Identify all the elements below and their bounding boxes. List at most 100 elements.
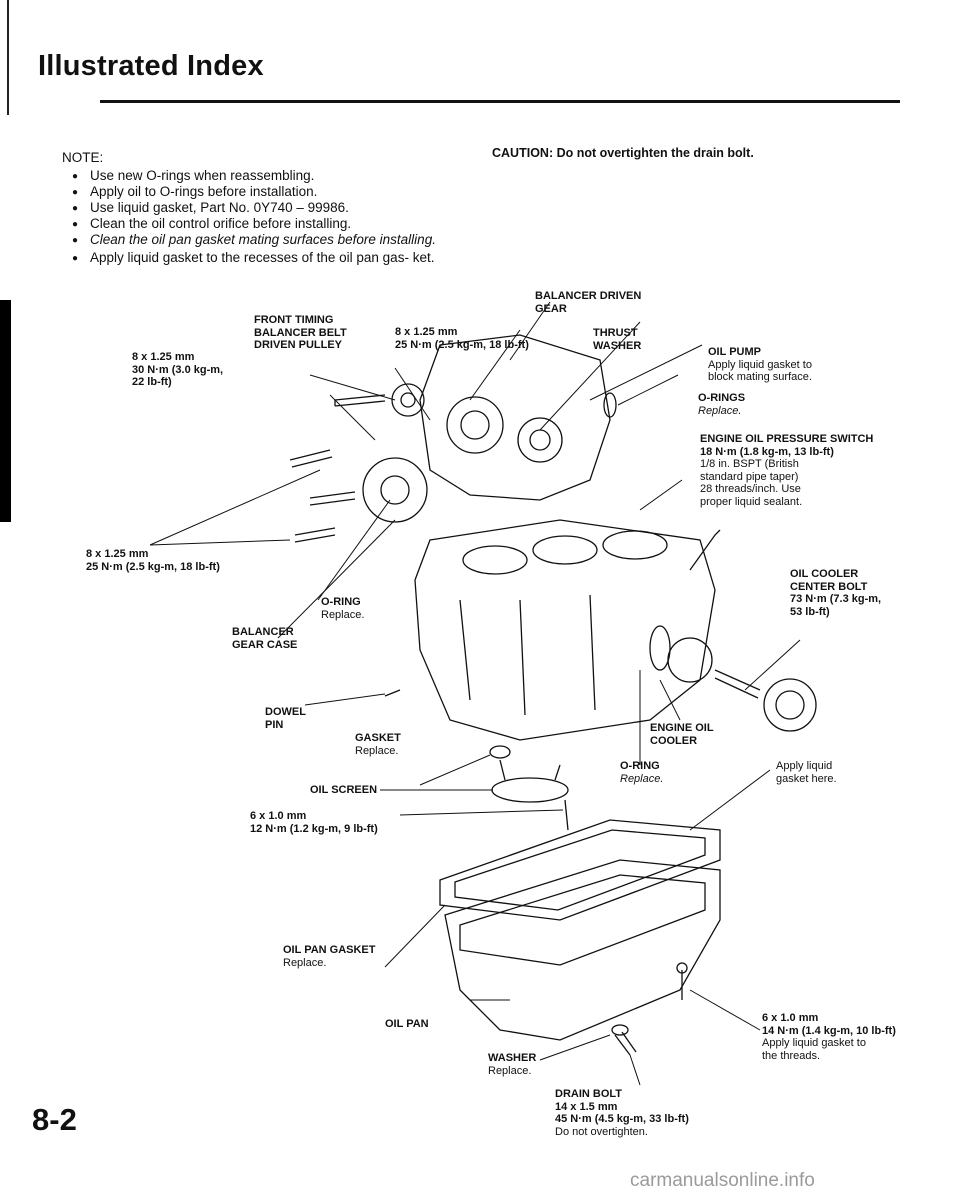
washer-part [611, 1024, 629, 1036]
note-item: Use liquid gasket, Part No. 0Y740 – 9998… [72, 200, 442, 217]
gear-case-bore [446, 396, 504, 454]
oil-filter-part [763, 678, 817, 732]
label-thrust-washer: THRUST WASHER [593, 327, 642, 352]
leader-line [689, 989, 761, 1031]
oil-cooler-part [667, 637, 713, 683]
bolt-part [334, 394, 386, 407]
leader-line [689, 769, 771, 831]
o-rings-part [603, 392, 617, 418]
leader-line [589, 344, 703, 401]
label-drain-bolt: DRAIN BOLT 14 x 1.5 mm 45 N·m (4.5 kg-m,… [555, 1088, 689, 1138]
notes-heading: NOTE: [62, 150, 104, 165]
balancer-pulley-part [362, 457, 428, 523]
cylinder-bore [532, 535, 598, 565]
drain-bolt-part [614, 1031, 637, 1056]
gear-case-bore [460, 410, 490, 440]
leader-line [639, 479, 683, 511]
note-item: Clean the oil control orifice before ins… [72, 216, 442, 233]
label-oil-cooler-center-bolt: OIL COOLER CENTER BOLT 73 N·m (7.3 kg-m,… [790, 568, 882, 618]
engine-block-part [414, 519, 716, 741]
label-washer: WASHER Replace. [488, 1052, 537, 1077]
screen-gasket-part [489, 745, 511, 759]
label-bolt-25nm-left: 8 x 1.25 mm 25 N·m (2.5 kg-m, 18 lb-ft) [86, 548, 220, 573]
oil-pipe-part [689, 529, 721, 571]
leader-line [304, 693, 386, 706]
leader-line [277, 519, 396, 639]
pan-bolt-head [676, 962, 688, 974]
label-balancer-gear-case: BALANCER GEAR CASE [232, 626, 298, 651]
leader-line [149, 539, 291, 546]
diagram-parts [289, 334, 817, 1056]
label-o-ring-case: O-RING Replace. [321, 596, 365, 621]
note-item: Use new O-rings when reassembling. [72, 168, 442, 185]
margin-line [7, 0, 9, 115]
page-title: Illustrated Index [38, 50, 264, 82]
leader-line [394, 367, 431, 421]
leader-lines [149, 301, 801, 1086]
gear-case-bore [517, 417, 563, 463]
gear-case-bore [529, 429, 551, 451]
oil-screen-tube [499, 759, 561, 781]
note-item: Apply liquid gasket to the recesses of t… [72, 250, 442, 267]
leader-line [399, 809, 564, 816]
balancer-pulley-hub [380, 475, 410, 505]
label-oil-pan: OIL PAN [385, 1018, 429, 1030]
cooler-bolt-part [714, 669, 761, 699]
timing-pulley-hub [400, 392, 416, 408]
label-oil-pan-gasket: OIL PAN GASKET Replace. [283, 944, 376, 969]
leader-line [509, 301, 551, 361]
oil-pan-gasket-inner [454, 829, 706, 911]
label-engine-oil-cooler: ENGINE OIL COOLER [650, 722, 714, 747]
block-rib [459, 594, 596, 716]
timing-pulley-part [391, 383, 425, 417]
oil-pan-part [444, 859, 721, 1041]
oil-pan-rim [459, 874, 706, 966]
notes-block: NOTE: Use new O-rings when reassembling.… [62, 150, 442, 267]
leader-line [469, 329, 521, 401]
leader-line [617, 374, 679, 406]
leader-line [539, 321, 641, 431]
leader-line [149, 469, 321, 546]
leader-line [317, 499, 391, 601]
label-bolt-12nm: 6 x 1.0 mm 12 N·m (1.2 kg-m, 9 lb-ft) [250, 810, 378, 835]
leader-line [384, 904, 446, 968]
leader-line [629, 1054, 641, 1086]
label-bolt-30nm: 8 x 1.25 mm 30 N·m (3.0 kg-m, 22 lb-ft) [132, 351, 224, 388]
label-front-timing-pulley: FRONT TIMING BALANCER BELT DRIVEN PULLEY [254, 314, 347, 351]
note-item: Apply oil to O-rings before installation… [72, 184, 442, 201]
balancer-gear-case-part [419, 334, 611, 501]
leader-line [329, 394, 376, 441]
bolt-part [309, 491, 356, 506]
label-oil-pressure-switch: ENGINE OIL PRESSURE SWITCH 18 N·m (1.8 k… [700, 433, 874, 508]
oil-filter-inner [775, 690, 805, 720]
bolt-part [294, 527, 336, 543]
oil-screen-part [491, 777, 569, 803]
title-rule [100, 100, 900, 103]
section-tab-marker [0, 300, 11, 522]
caution-text: CAUTION: Do not overtighten the drain bo… [492, 146, 754, 160]
leader-line [744, 639, 801, 691]
label-apply-liquid-gasket: Apply liquid gasket here. [776, 760, 837, 785]
label-dowel-pin: DOWEL PIN [265, 706, 306, 731]
notes-list: Use new O-rings when reassembling. Apply… [62, 168, 442, 267]
label-balancer-driven-gear: BALANCER DRIVEN GEAR [535, 290, 642, 315]
page-number: 8-2 [32, 1102, 77, 1137]
leader-line [419, 754, 491, 786]
label-bolt-14nm: 6 x 1.0 mm 14 N·m (1.4 kg-m, 10 lb-ft) A… [762, 1012, 896, 1062]
watermark: carmanualsonline.info [630, 1170, 815, 1191]
leader-line [309, 374, 396, 401]
leader-line [659, 679, 681, 721]
cylinder-bore [462, 545, 528, 575]
label-gasket: GASKET Replace. [355, 732, 401, 757]
leader-line [539, 1034, 611, 1061]
screen-bolt-part [564, 799, 569, 831]
cylinder-bore [602, 530, 668, 560]
dowel-pin-part [384, 689, 401, 697]
oil-cooler-o-ring-part [649, 625, 671, 671]
label-oil-pump: OIL PUMP Apply liquid gasket to block ma… [708, 346, 812, 383]
label-o-ring-cooler: O-RING Replace. [620, 760, 664, 785]
label-bolt-25nm-top: 8 x 1.25 mm 25 N·m (2.5 kg-m, 18 lb-ft) [395, 326, 529, 351]
oil-pan-gasket-part [439, 819, 721, 921]
label-oil-screen: OIL SCREEN [310, 784, 378, 796]
